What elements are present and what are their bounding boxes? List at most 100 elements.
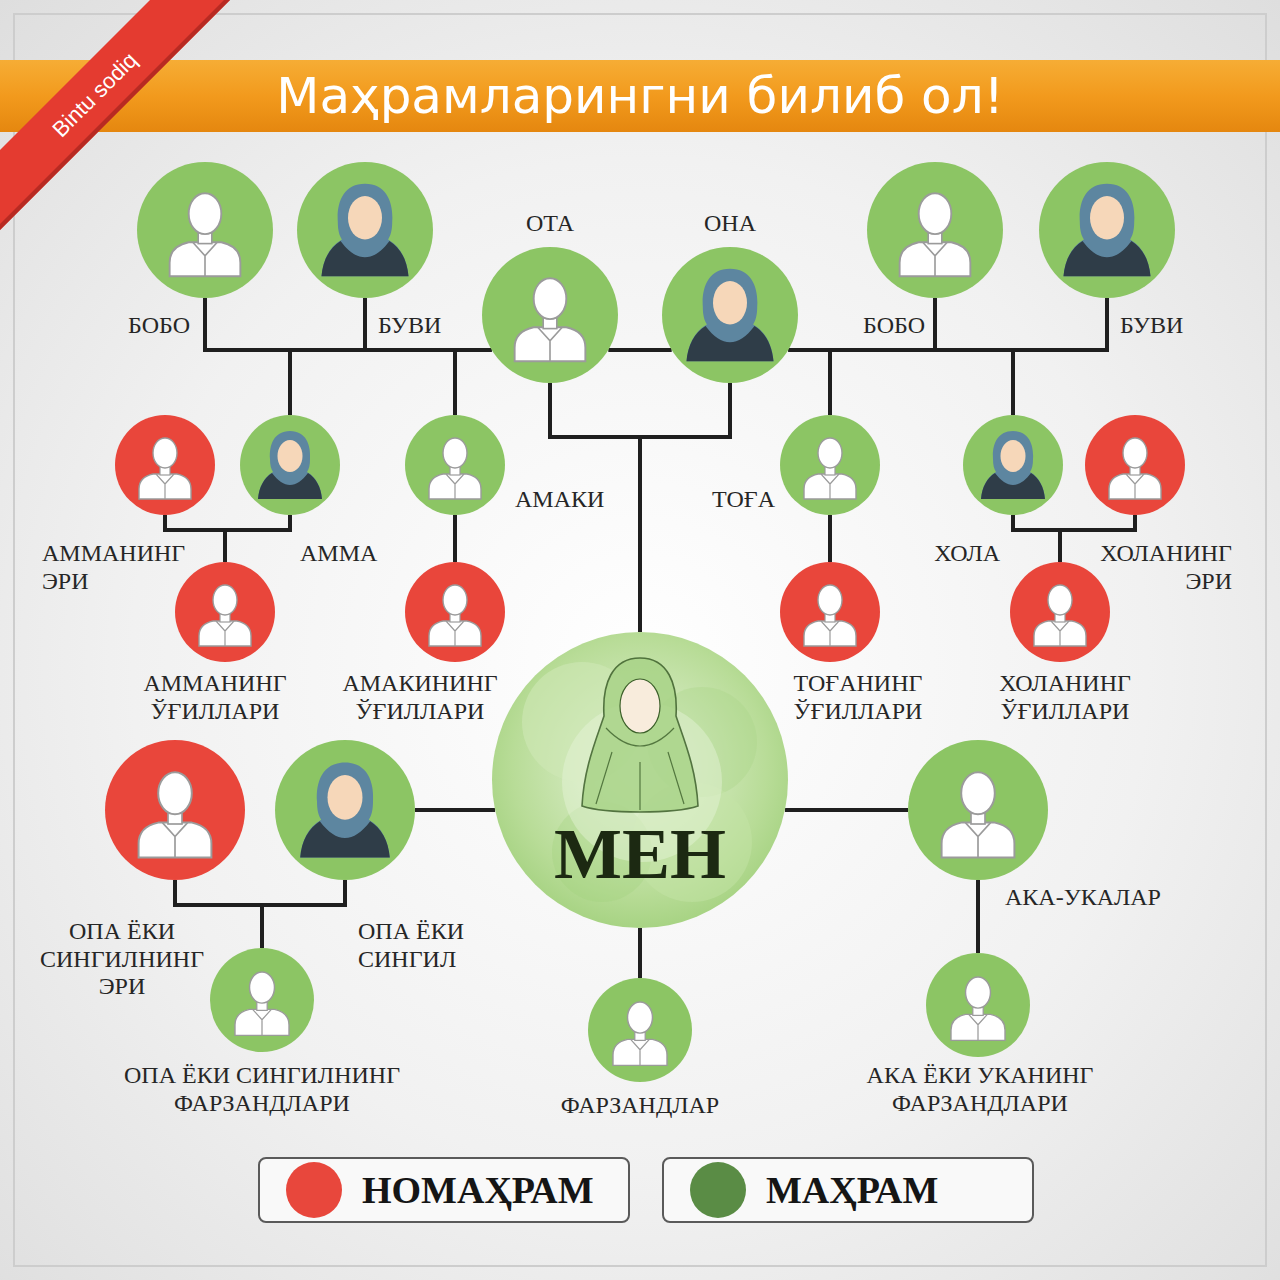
shirt (170, 242, 241, 276)
node-label: ОТА (490, 210, 610, 238)
person-icon (105, 740, 245, 880)
collar (923, 242, 947, 276)
collar (1126, 474, 1144, 499)
node-label: ОНА (670, 210, 790, 238)
face (713, 281, 747, 325)
family-connector (788, 298, 935, 350)
node-label: ТОҒА (665, 486, 775, 514)
hijab-drape (981, 473, 1045, 499)
node-label: АМАКИНИНГ ЎҒИЛЛАРИ (330, 670, 510, 725)
mahram-circle: ОПА ЁКИ СИНГИЛНИНГ ФАРЗАНДЛАРИ (210, 948, 314, 1052)
shirt (804, 474, 856, 499)
person-icon (137, 162, 273, 298)
mahram-circle: АКА ЁКИ УКАНИНГ ФАРЗАНДЛАРИ (926, 953, 1030, 1057)
me-label: МЕН (492, 818, 788, 890)
family-connector (205, 298, 290, 415)
shirt (139, 823, 212, 858)
person-icon (963, 415, 1063, 515)
family-connector (828, 515, 832, 562)
person-icon (405, 562, 505, 662)
collar (821, 621, 839, 646)
hijab-drape (258, 473, 322, 499)
nonmahram-circle: АММАНИНГ ЎҒИЛЛАРИ (175, 562, 275, 662)
family-connector (976, 880, 980, 953)
node-label: АКА ЁКИ УКАНИНГ ФАРЗАНДЛАРИ (820, 1062, 1140, 1117)
hijab (321, 184, 408, 276)
head (213, 585, 237, 615)
shirt (199, 621, 251, 646)
collar (969, 1014, 988, 1040)
family-connector (290, 298, 365, 415)
person-icon (275, 740, 415, 880)
node-label: АММА (300, 540, 400, 568)
legend-box: МАҲРАМ (662, 1157, 1034, 1223)
person-icon (240, 415, 340, 515)
family-connector (935, 298, 1013, 415)
collar (253, 1009, 272, 1035)
shirt (139, 474, 191, 499)
person-icon (867, 162, 1003, 298)
hijab (258, 431, 322, 499)
family-connector (205, 298, 492, 350)
collar (821, 474, 839, 499)
family-connector (608, 348, 671, 352)
shirt (1034, 621, 1086, 646)
node-label: АМАКИ (515, 486, 625, 514)
collar (965, 823, 990, 858)
collar (446, 621, 464, 646)
family-connector (788, 298, 1107, 350)
node-label: ОПА ЁКИ СИНГИЛНИНГ ЭРИ (32, 918, 212, 1001)
legend-box: НОМАҲРАМ (258, 1157, 630, 1223)
head (1123, 438, 1147, 468)
face (1001, 440, 1026, 472)
person-icon (1010, 562, 1110, 662)
person-icon (297, 162, 433, 298)
head (534, 278, 567, 319)
face (348, 196, 382, 240)
shirt (1109, 474, 1161, 499)
mahram-circle: БУВИ (297, 162, 433, 298)
hijab (300, 762, 390, 857)
shirt (804, 621, 856, 646)
title-band (0, 60, 1280, 132)
mahram-circle: ОПА ЁКИ СИНГИЛ (275, 740, 415, 880)
nonmahram-circle: АМАКИНИНГ ЎҒИЛЛАРИ (405, 562, 505, 662)
collar (162, 823, 187, 858)
node-label: ХОЛАНИНГ ЎҒИЛЛАРИ (975, 670, 1155, 725)
mahram-circle: БОБО (137, 162, 273, 298)
me-circle: МЕН (492, 632, 788, 928)
mahram-circle: ОНА (662, 247, 798, 383)
shirt (900, 242, 971, 276)
hijab-drape (686, 326, 773, 361)
collar (216, 621, 234, 646)
hijab (981, 431, 1045, 499)
shirt (951, 1014, 1005, 1040)
person-icon (588, 978, 692, 1082)
mahram-circle: АКА-УКАЛАР (908, 740, 1048, 880)
family-connector (453, 515, 457, 562)
shirt (429, 474, 481, 499)
nonmahram-circle: ХОЛАНИНГ ЭРИ (1085, 415, 1185, 515)
node-label: ТОҒАНИНГ ЎҒИЛЛАРИ (768, 670, 948, 725)
mahram-circle: БУВИ (1039, 162, 1175, 298)
family-connector (175, 880, 262, 948)
person-icon (780, 562, 880, 662)
head (250, 972, 275, 1003)
node-label: АММАНИНГ ЭРИ (42, 540, 202, 595)
shirt (942, 823, 1015, 858)
head (818, 438, 842, 468)
hijab-figure (582, 658, 698, 812)
mahram-circle: АММА (240, 415, 340, 515)
hijab (1063, 184, 1150, 276)
collar (193, 242, 217, 276)
legend-swatch (286, 1162, 342, 1218)
head (189, 193, 222, 234)
person-icon (780, 415, 880, 515)
face (278, 440, 303, 472)
node-label: ХОЛА (900, 540, 1000, 568)
mahram-circle: ОТА (482, 247, 618, 383)
mahram-circle: АМАКИ (405, 415, 505, 515)
mahram-circle: ФАРЗАНДЛАР (588, 978, 692, 1082)
collar (538, 327, 562, 361)
head (153, 438, 177, 468)
